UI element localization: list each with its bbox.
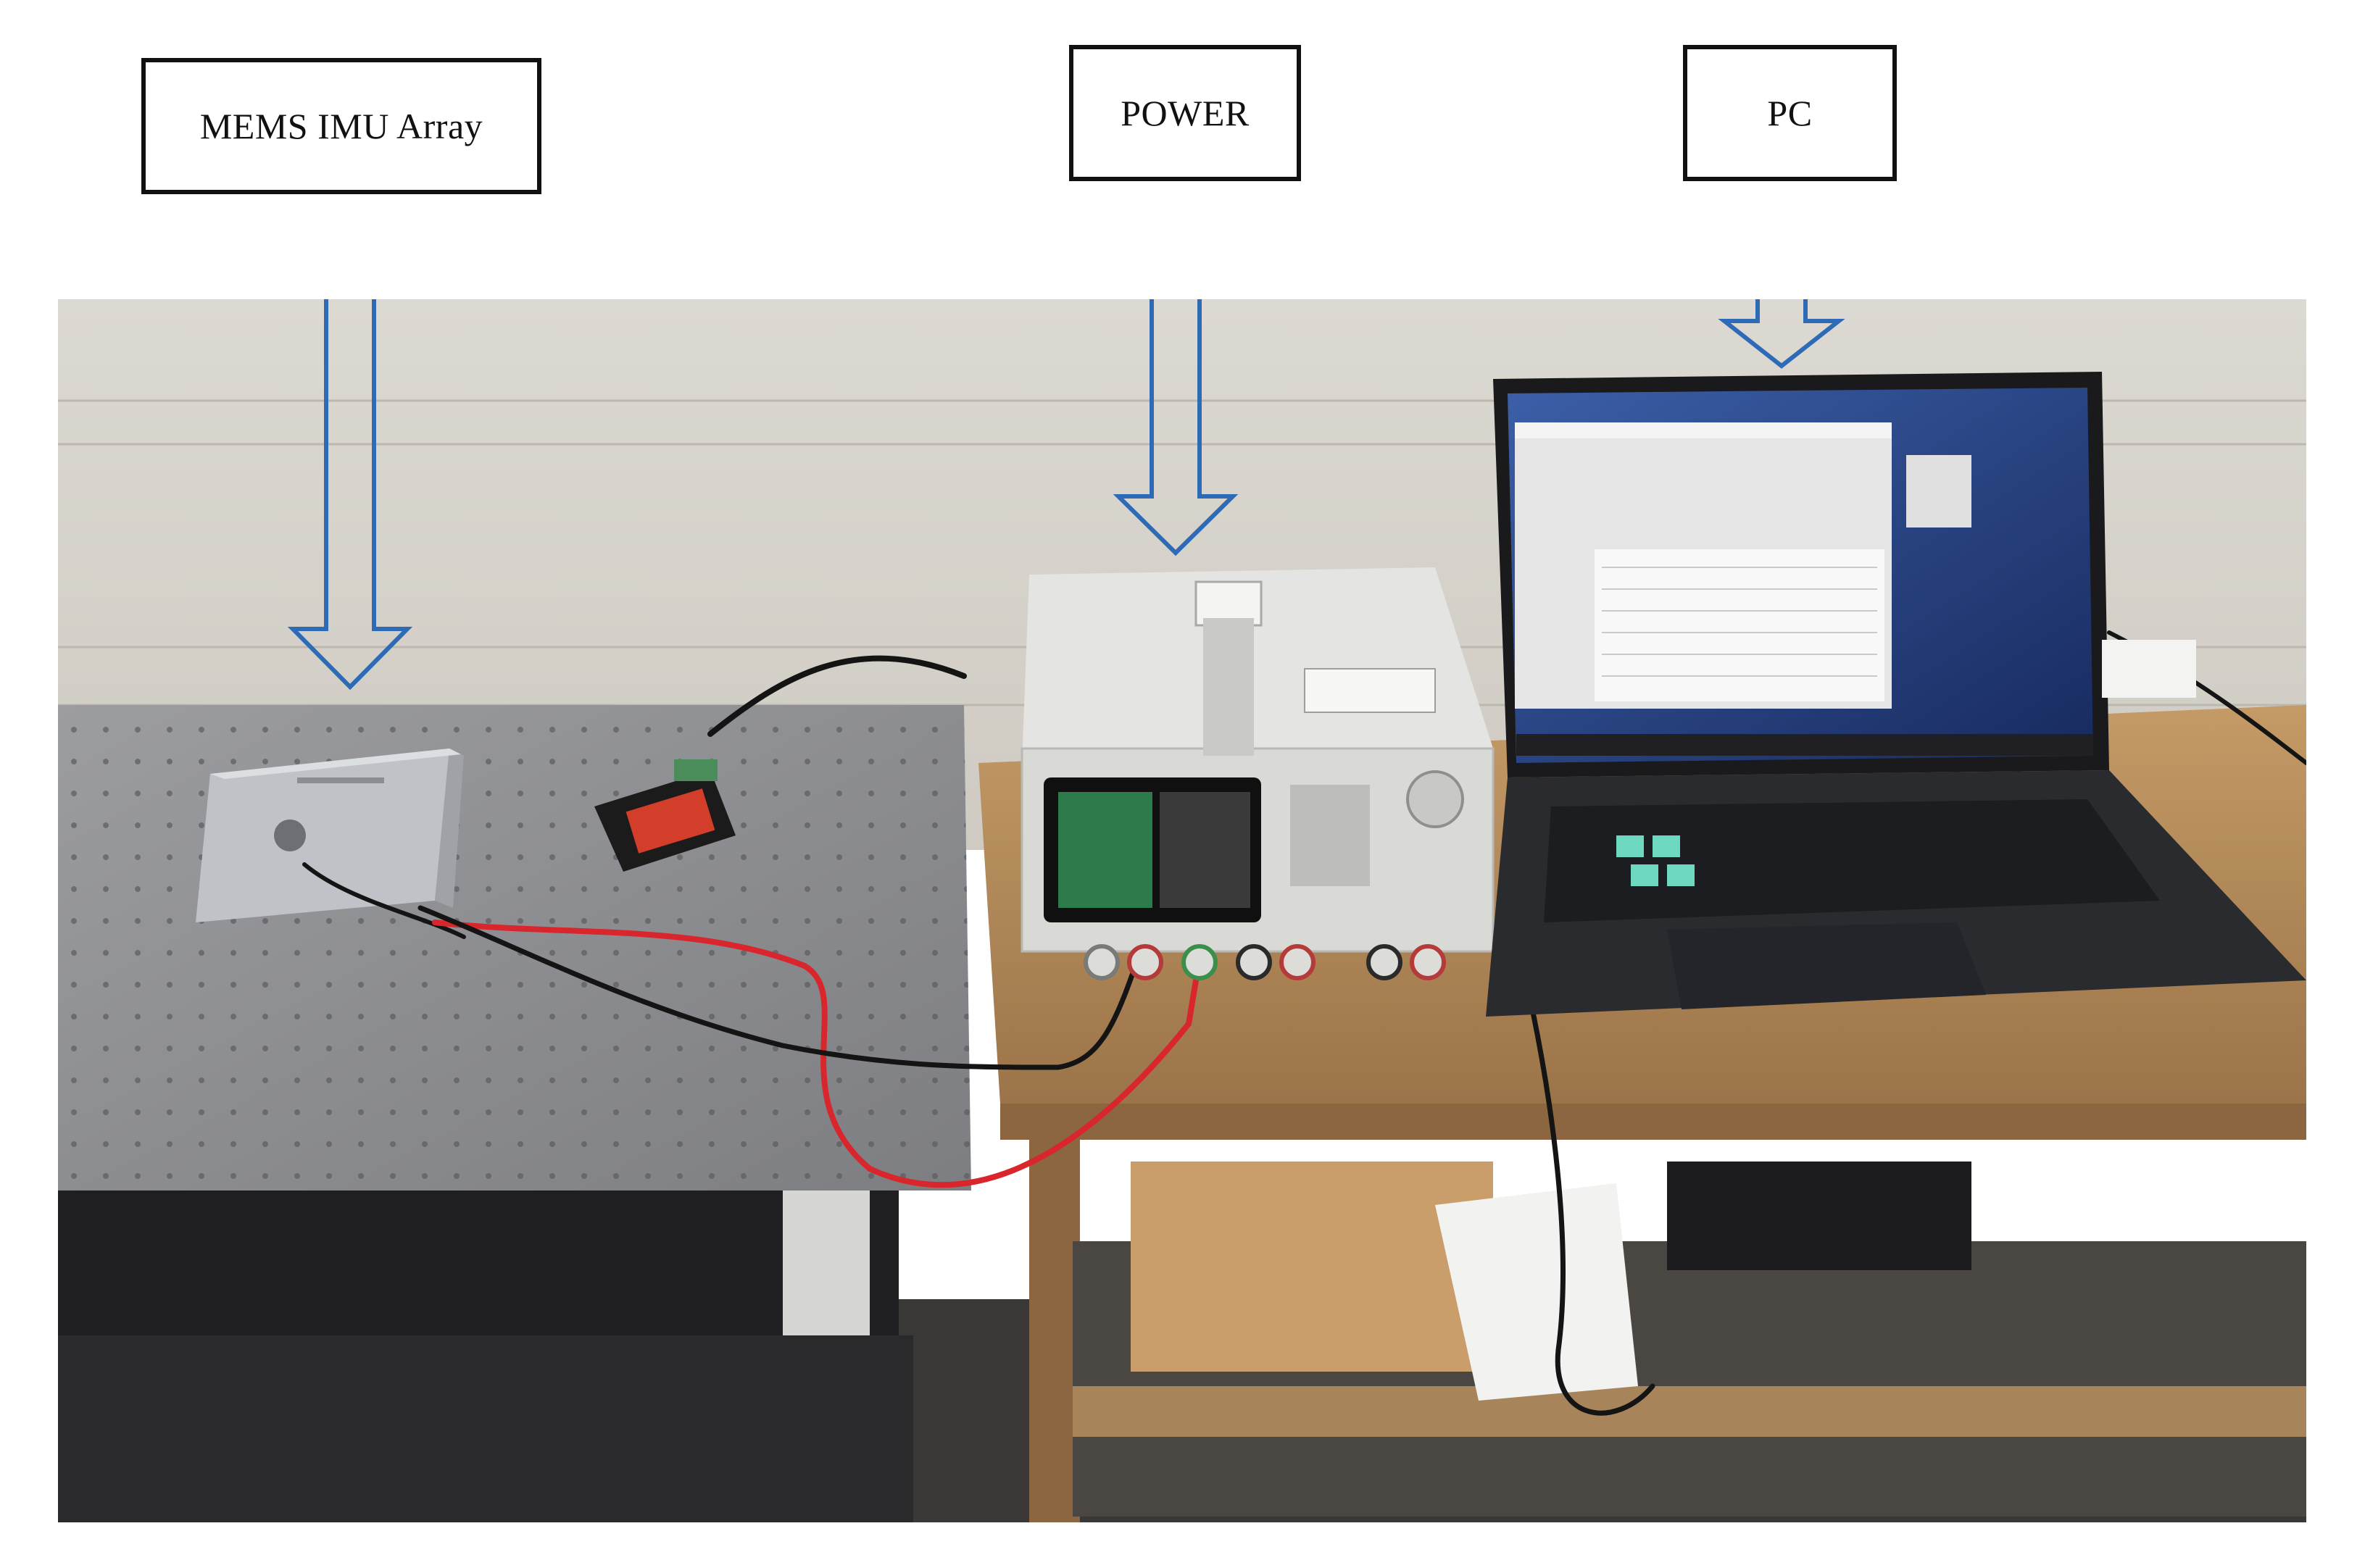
output-terminals — [1084, 944, 1446, 980]
laptop — [1486, 372, 2306, 1017]
label-imu-box: MEMS IMU Array — [141, 58, 541, 194]
optical-table — [58, 705, 971, 1522]
arrow-pc — [1718, 299, 1845, 369]
label-power-box: POWER — [1069, 45, 1301, 181]
label-imu-text: MEMS IMU Array — [199, 106, 483, 146]
data-acquisition-module — [594, 759, 736, 872]
label-pc-box: PC — [1683, 45, 1897, 181]
dc-power-supply — [1021, 567, 1495, 980]
lab-setup-photo — [58, 299, 2306, 1522]
router — [2102, 640, 2196, 698]
arrow-power — [1113, 299, 1239, 556]
cables — [302, 630, 2306, 1416]
label-power-text: POWER — [1121, 93, 1250, 133]
arrow-imu — [287, 299, 413, 691]
label-pc-text: PC — [1767, 93, 1813, 133]
imu-array-device — [196, 748, 464, 922]
